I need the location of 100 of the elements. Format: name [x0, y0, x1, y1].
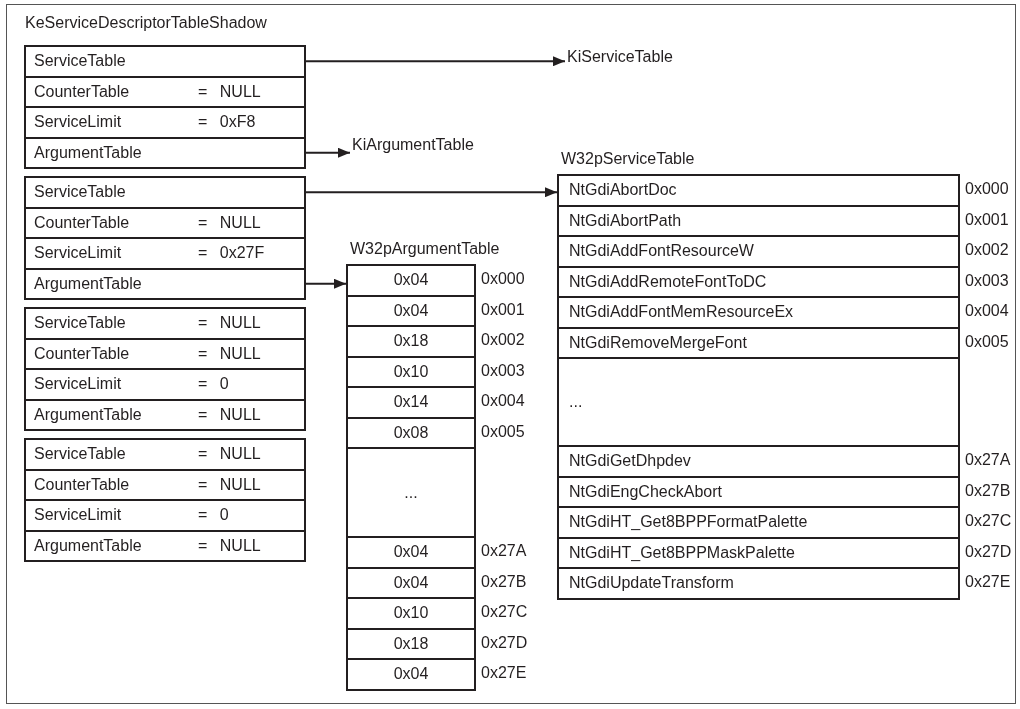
index-label: 0x002: [965, 241, 1009, 260]
table-row: [24, 499, 306, 532]
index-label: 0x005: [965, 332, 1009, 351]
function-name: NtGdiEngCheckAbort: [569, 482, 722, 501]
table-row: [346, 658, 476, 691]
index-label: 0x27A: [965, 451, 1011, 470]
table-row: [346, 597, 476, 630]
index-label: 0x003: [965, 271, 1009, 290]
index-label: 0x000: [481, 270, 525, 289]
arrow: [305, 278, 347, 289]
index-label: 0x001: [481, 300, 525, 319]
table-row: [346, 264, 476, 297]
field-value: = NULL: [198, 213, 261, 232]
index-label: 0x27E: [481, 664, 527, 683]
table-row: [346, 536, 476, 569]
table-row: [24, 438, 306, 471]
index-label: 0x002: [481, 331, 525, 350]
field-name: ServiceTable: [34, 183, 126, 202]
index-label: 0x004: [965, 302, 1009, 321]
argument-size: 0x18: [392, 332, 430, 351]
function-name: NtGdiGetDhpdev: [569, 452, 691, 471]
index-label: 0x27B: [965, 481, 1011, 500]
table-row: [24, 106, 306, 139]
table-row: [557, 296, 960, 329]
field-name: ServiceTable: [34, 445, 126, 464]
function-name: NtGdiAbortPath: [569, 211, 682, 230]
function-name: ...: [569, 393, 583, 411]
table-row: [24, 368, 306, 401]
argument-size: 0x04: [392, 301, 430, 320]
field-name: ArgumentTable: [34, 274, 142, 293]
table-row: [557, 445, 960, 478]
index-label: 0x001: [965, 210, 1009, 229]
function-name: NtGdiAbortDoc: [569, 181, 677, 200]
function-name: NtGdiAddFontResourceW: [569, 242, 754, 261]
structure-title: KeServiceDescriptorTableShadow: [25, 14, 267, 32]
argument-size: 0x08: [392, 423, 430, 442]
table-row: [24, 529, 306, 562]
table-name: KiServiceTable: [567, 48, 682, 68]
table-row: [346, 386, 476, 419]
table-name: KiArgumentTable: [352, 136, 477, 156]
field-name: CounterTable: [34, 475, 130, 494]
table-row: [24, 237, 306, 270]
field-name: ServiceLimit: [34, 113, 122, 132]
index-label: 0x27C: [965, 512, 1012, 531]
index-label: 0x003: [481, 361, 525, 380]
argument-size: 0x10: [392, 362, 430, 381]
field-value: = NULL: [198, 536, 261, 555]
argument-size: ...: [403, 483, 419, 502]
field-name: ArgumentTable: [34, 405, 142, 424]
argument-size: 0x10: [392, 604, 430, 623]
arrow: [305, 56, 566, 67]
table-heading: W32pServiceTable: [561, 150, 695, 168]
arrow: [305, 147, 351, 158]
field-name: CounterTable: [34, 213, 130, 232]
field-name: ServiceTable: [34, 314, 126, 333]
table-row: [24, 45, 306, 78]
function-name: NtGdiAddRemoteFontToDC: [569, 272, 767, 291]
table-row: [557, 174, 960, 207]
field-value: = NULL: [198, 405, 261, 424]
field-value: = 0: [198, 375, 229, 394]
field-name: ServiceLimit: [34, 506, 122, 525]
field-name: ArgumentTable: [34, 143, 142, 162]
function-name: NtGdiHT_Get8BPPFormatPalette: [569, 513, 808, 532]
table-row: [557, 357, 960, 447]
table-row: [24, 136, 306, 169]
function-name: NtGdiHT_Get8BPPMaskPalette: [569, 543, 795, 562]
table-row: [557, 235, 960, 268]
field-name: ServiceLimit: [34, 244, 122, 263]
table-row: [24, 398, 306, 431]
table-row: [346, 447, 476, 538]
index-label: 0x27C: [481, 603, 528, 622]
index-label: 0x27E: [965, 573, 1011, 592]
argument-size: 0x04: [392, 665, 430, 684]
field-name: ArgumentTable: [34, 536, 142, 555]
index-label: 0x000: [965, 180, 1009, 199]
table-row: [24, 267, 306, 300]
function-name: NtGdiAddFontMemResourceEx: [569, 303, 794, 322]
index-label: 0x27A: [481, 542, 527, 561]
field-value: = 0x27F: [198, 244, 265, 263]
field-value: = NULL: [198, 344, 261, 363]
field-value: = 0xF8: [198, 113, 256, 132]
field-name: ServiceTable: [34, 52, 126, 71]
field-value: = NULL: [198, 475, 261, 494]
field-value: = 0: [198, 506, 229, 525]
table-row: [346, 325, 476, 358]
index-label: 0x27D: [965, 542, 1012, 561]
table-row: [24, 307, 306, 340]
argument-size: 0x04: [392, 271, 430, 290]
index-label: 0x27D: [481, 633, 528, 652]
argument-size: 0x04: [392, 543, 430, 562]
argument-size: 0x14: [392, 393, 430, 412]
function-name: NtGdiUpdateTransform: [569, 574, 734, 593]
index-label: 0x27B: [481, 572, 527, 591]
field-name: CounterTable: [34, 344, 130, 363]
field-value: = NULL: [198, 314, 261, 333]
table-row: [24, 176, 306, 209]
field-value: = NULL: [198, 82, 261, 101]
argument-size: 0x04: [392, 573, 430, 592]
table-heading: W32pArgumentTable: [350, 240, 500, 258]
table-row: [557, 567, 960, 600]
